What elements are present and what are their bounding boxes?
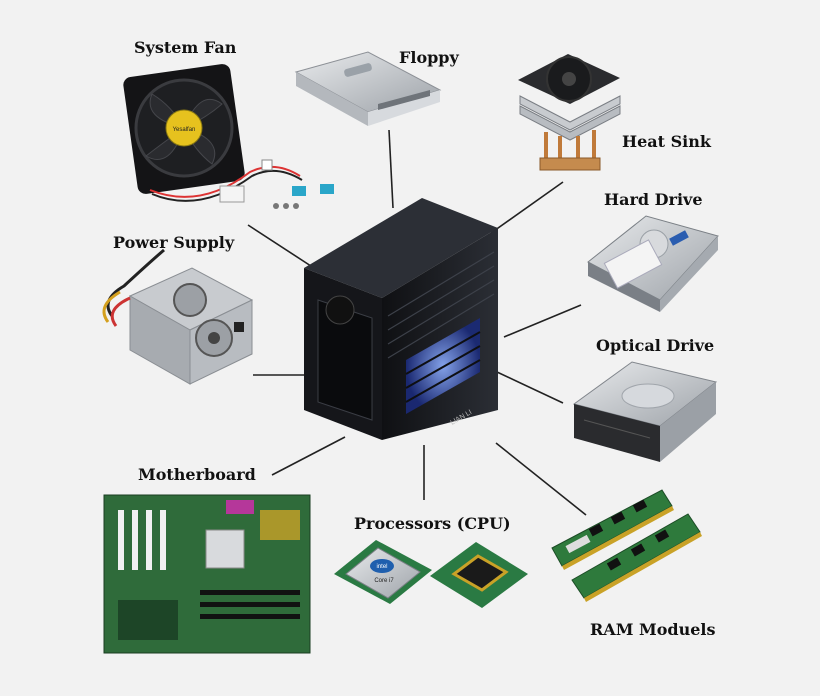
label-power-supply: Power Supply xyxy=(113,233,235,252)
label-optical-drive: Optical Drive xyxy=(596,336,715,355)
label-processors: Processors (CPU) xyxy=(354,514,511,533)
line-system-fan xyxy=(247,224,315,269)
motherboard-image xyxy=(103,494,311,654)
label-floppy: Floppy xyxy=(399,48,459,67)
ram-modules-image xyxy=(551,489,702,602)
line-motherboard xyxy=(271,436,346,476)
optical-drive-image xyxy=(572,361,718,462)
label-heat-sink: Heat Sink xyxy=(622,132,711,151)
connector-lines xyxy=(247,129,587,516)
label-system-fan: System Fan xyxy=(134,38,237,57)
power-supply-image xyxy=(102,248,254,385)
fan-sticker-text: Yesalfan xyxy=(173,127,196,133)
cpu-model-text: Core i7 xyxy=(374,578,394,584)
heat-sink-image xyxy=(518,54,621,171)
line-heat-sink xyxy=(490,181,564,234)
line-floppy xyxy=(388,129,394,209)
cpu-brand-text: intel xyxy=(376,564,387,570)
cpu-image: intel Core i7 xyxy=(334,540,528,608)
label-motherboard: Motherboard xyxy=(138,465,256,484)
floppy-drive-image xyxy=(294,51,442,126)
label-ram: RAM Moduels xyxy=(590,620,716,639)
hard-drive-image xyxy=(587,215,719,312)
system-fan-image: Yesalfan xyxy=(123,64,334,209)
label-hard-drive: Hard Drive xyxy=(604,190,703,209)
line-hard-drive xyxy=(503,304,582,338)
line-optical-drive xyxy=(496,371,564,404)
line-ram xyxy=(495,442,587,516)
computer-case-image: LIAN LI xyxy=(304,198,498,440)
